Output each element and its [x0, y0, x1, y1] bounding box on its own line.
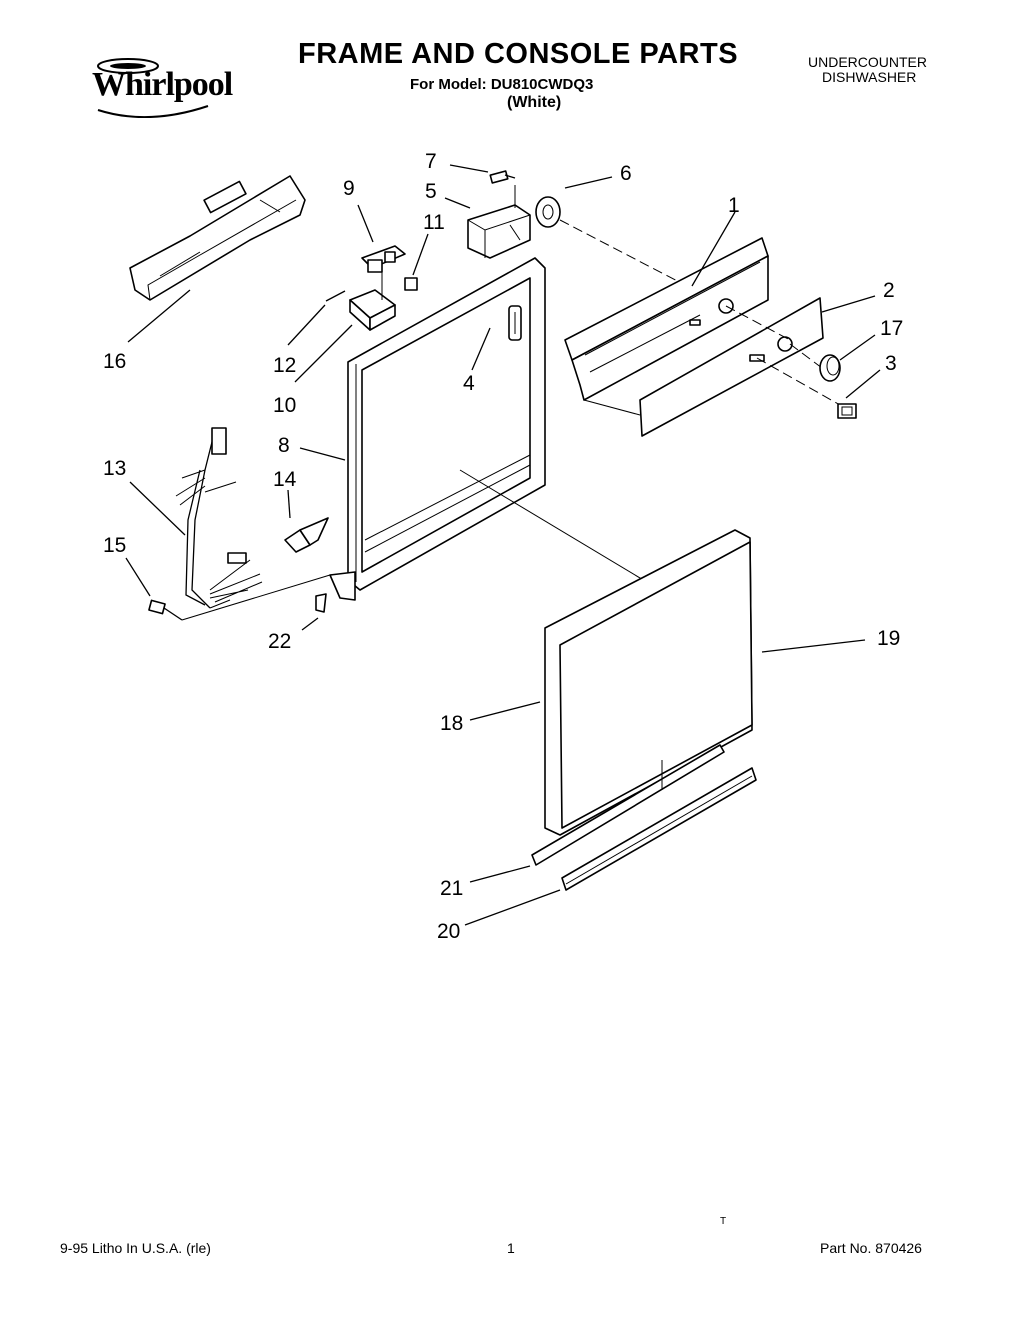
part-10-latch-housing — [349, 289, 396, 331]
footer-mark: T — [720, 1216, 727, 1227]
callout-6: 6 — [620, 162, 632, 185]
part-21-lower-trim — [531, 744, 725, 866]
callout-5: 5 — [425, 180, 437, 203]
product-type-line1: UNDERCOUNTER — [808, 54, 927, 70]
callout-16: 16 — [103, 350, 126, 373]
callout-18: 18 — [440, 712, 463, 735]
callout-13: 13 — [103, 457, 126, 480]
callout-21: 21 — [440, 877, 463, 900]
part-12-pin — [325, 290, 346, 302]
assembly-line — [459, 469, 661, 591]
part-16-console-cover — [129, 175, 306, 301]
part-14-connector — [284, 517, 329, 553]
page-title: FRAME AND CONSOLE PARTS — [298, 38, 739, 70]
callout-9: 9 — [343, 177, 355, 200]
assembly-line — [559, 219, 686, 286]
part-1-console-panel — [564, 237, 769, 416]
part-number: Part No. 870426 — [820, 1240, 922, 1256]
callout-labels: 1 2 3 4 5 6 7 8 9 10 11 12 13 14 15 16 1… — [103, 150, 903, 943]
callout-1: 1 — [728, 194, 740, 217]
part-3-push-button — [837, 403, 857, 419]
part-13-wire-harness — [175, 427, 263, 609]
part-9-latch-bracket — [361, 245, 406, 273]
product-type-line2: DISHWASHER — [822, 69, 917, 85]
part-17-control-knob — [819, 354, 841, 382]
callout-4: 4 — [463, 372, 475, 395]
whirlpool-swirl-icon — [97, 58, 209, 119]
callout-8: 8 — [278, 434, 290, 457]
part-8-door-frame — [329, 257, 546, 601]
callout-12: 12 — [273, 354, 296, 377]
callout-14: 14 — [273, 468, 297, 491]
callout-7: 7 — [425, 150, 437, 173]
footer-print-info: 9-95 Litho In U.S.A. (rle) — [60, 1240, 211, 1256]
callout-19: 19 — [877, 627, 900, 650]
part-5-control-switch — [467, 204, 531, 259]
brand-name: Whirlpool — [92, 66, 233, 103]
assembly-line — [789, 343, 823, 369]
whirlpool-logo — [88, 48, 248, 119]
part-6-knob-hub — [535, 196, 561, 228]
part-11-latch-clip — [404, 277, 418, 291]
part-18-door-insert — [559, 541, 753, 829]
callout-11: 11 — [423, 211, 445, 234]
part-15-screw — [148, 599, 183, 621]
model-number: For Model: DU810CWDQ3 — [410, 76, 594, 93]
assembly-line — [725, 305, 791, 341]
callout-3: 3 — [885, 352, 897, 375]
assembly-line — [181, 574, 331, 621]
callout-2: 2 — [883, 279, 895, 302]
assembly-line — [756, 357, 841, 406]
part-22-clip — [315, 593, 327, 613]
part-7-screw — [489, 170, 516, 184]
page-number: 1 — [507, 1240, 515, 1256]
model-color: (White) — [507, 94, 562, 111]
callout-15: 15 — [103, 534, 126, 557]
part-4-latch-plate — [508, 305, 522, 341]
leader-lines — [125, 164, 881, 926]
callout-10: 10 — [273, 394, 296, 417]
callout-22: 22 — [268, 630, 291, 653]
callout-20: 20 — [437, 920, 460, 943]
part-20-kick-trim — [561, 767, 757, 891]
callout-17: 17 — [880, 317, 903, 340]
